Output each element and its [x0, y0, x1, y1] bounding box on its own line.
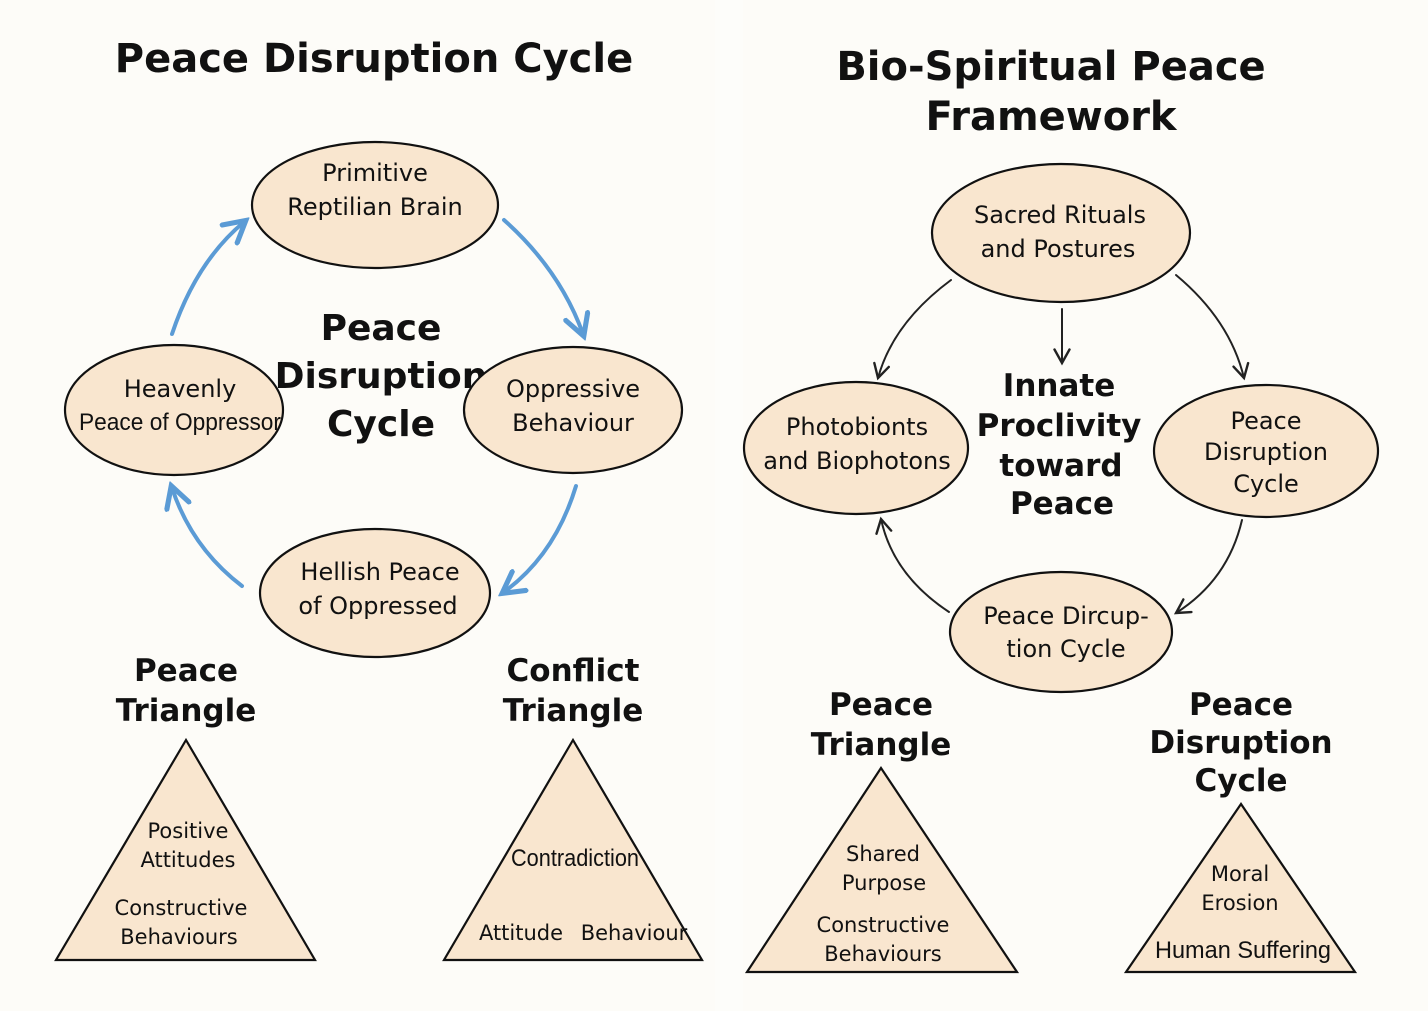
- node-label: Oppressive: [506, 375, 640, 403]
- triangle-text: Behaviours: [824, 942, 942, 966]
- node-label: Sacred Rituals: [974, 201, 1146, 229]
- triangle-title: Cycle: [1195, 763, 1288, 799]
- node-label: Disruption: [1204, 438, 1328, 466]
- left-center-line-3: Cycle: [327, 404, 435, 445]
- panel-divider: [715, 0, 743, 1011]
- triangle-title: Triangle: [503, 693, 643, 729]
- node-label: Peace Dircup-: [983, 602, 1148, 630]
- triangle-text: Moral: [1211, 862, 1269, 886]
- triangle-title: Peace: [134, 653, 238, 689]
- node-sacred-rituals-and-postures: Sacred Rituals and Postures: [930, 162, 1192, 304]
- left-center-line-1: Peace: [321, 308, 442, 349]
- node-hellish-peace-of-oppressed: Hellish Peace of Oppressed: [258, 527, 492, 659]
- left-title: Peace Disruption Cycle: [115, 36, 633, 82]
- left-center-label: Peace Disruption Cycle: [275, 308, 488, 445]
- node-oppressive-behaviour: Oppressive Behaviour: [462, 345, 684, 475]
- arrow-bottom-to-left: [172, 488, 244, 588]
- triangle-title: Peace: [829, 687, 933, 723]
- node-label: of Oppressed: [298, 592, 457, 620]
- node-label: Peace of Oppressor: [79, 409, 281, 436]
- node-label: Cycle: [1233, 470, 1299, 498]
- triangle-text: Constructive: [115, 896, 248, 920]
- triangle-title: Triangle: [811, 727, 951, 763]
- node-label: Peace: [1230, 407, 1301, 435]
- node-heavenly-peace-of-oppressor: Heavenly Peace of Oppressor: [63, 343, 285, 477]
- right-title-line-1: Bio-Spiritual Peace: [836, 44, 1265, 90]
- node-label: and Postures: [981, 235, 1136, 263]
- arrow-disruption-to-dircuption: [1173, 519, 1243, 615]
- node-primitive-reptilian-brain: Primitive Reptilian Brain: [250, 140, 500, 270]
- triangle-title: Disruption: [1149, 725, 1332, 761]
- right-title-line-2: Framework: [925, 94, 1177, 140]
- arrow-right-to-bottom: [504, 484, 578, 592]
- triangle-text: Purpose: [842, 871, 926, 895]
- node-label: Reptilian Brain: [287, 193, 462, 221]
- triangle-title: Conflict: [507, 653, 640, 689]
- triangle-title: Triangle: [116, 693, 256, 729]
- arrow-dircuption-to-photobionts: [875, 516, 950, 613]
- right-center-line-1: Innate: [1003, 368, 1115, 404]
- right-panel: Bio-Spiritual Peace Framework Innate Pro…: [742, 44, 1380, 974]
- node-peace-disruption-cycle: Peace Disruption Cycle: [1152, 383, 1380, 519]
- node-label: Behaviour: [512, 409, 634, 437]
- triangle-base-right-label: Behaviour: [581, 921, 688, 945]
- triangle-title: Peace: [1189, 687, 1293, 723]
- node-label: Photobionts: [786, 413, 928, 441]
- triangle-text: Erosion: [1201, 891, 1278, 915]
- node-label: tion Cycle: [1006, 635, 1125, 663]
- right-center-line-4: Peace: [1010, 486, 1114, 522]
- right-center-label: Innate Proclivity toward Peace: [977, 368, 1142, 522]
- right-center-line-2: Proclivity: [977, 408, 1142, 444]
- peace-triangle-left: Peace Triangle Positive Attitudes Constr…: [54, 653, 317, 962]
- right-center-line-3: toward: [999, 448, 1122, 484]
- node-label: and Biophotons: [763, 447, 951, 475]
- conflict-triangle: Conflict Triangle Contradiction Attitude…: [442, 653, 704, 962]
- arrow-sacred-to-disruption: [1175, 274, 1250, 381]
- triangle-text: Attitudes: [140, 848, 235, 872]
- arrow-top-to-right: [502, 218, 583, 334]
- node-photobionts-and-biophotons: Photobionts and Biophotons: [742, 380, 970, 516]
- node-peace-dircuption-cycle: Peace Dircup- tion Cycle: [948, 570, 1174, 694]
- peace-triangle-right: Peace Triangle Shared Purpose Constructi…: [744, 687, 1020, 974]
- node-label: Hellish Peace: [300, 558, 459, 586]
- triangle-base-left-label: Attitude: [479, 921, 563, 945]
- left-center-line-2: Disruption: [275, 356, 488, 397]
- triangle-text: Shared: [846, 842, 920, 866]
- node-label: Heavenly: [124, 375, 237, 403]
- left-panel: Peace Disruption Cycle Peace Disruption …: [54, 36, 704, 962]
- triangle-base-label: Human Suffering: [1155, 937, 1331, 964]
- arrow-left-to-top: [170, 222, 244, 336]
- triangle-text: Positive: [148, 819, 229, 843]
- arrow-sacred-to-photobionts: [873, 279, 952, 381]
- node-label: Primitive: [322, 159, 428, 187]
- triangle-text: Behaviours: [120, 925, 238, 949]
- triangle-text: Constructive: [817, 913, 950, 937]
- peace-disruption-triangle: Peace Disruption Cycle Moral Erosion Hum…: [1123, 687, 1358, 974]
- triangle-apex-label: Contradiction: [511, 845, 639, 872]
